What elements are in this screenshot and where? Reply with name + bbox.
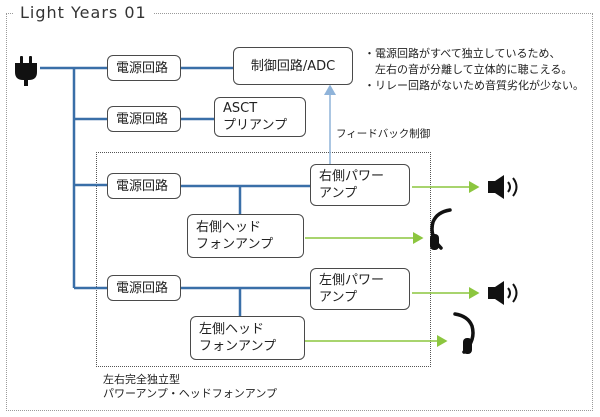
group-caption: 左右完全独立型 パワーアンプ・ヘッドフォンアンプ [103,373,278,400]
right-power-amp: 右側パワー アンプ [310,164,410,206]
output-arrows [305,181,480,347]
independent-amp-group [96,152,431,367]
right-headphone-amp: 右側ヘッド フォンアンプ [187,214,304,258]
feedback-label: フィードバック制御 [336,128,431,140]
note-line-2: 左右の音が分離して立体的に聴こえる。 [364,63,573,76]
power-bus [40,66,310,316]
left-headphone-amp: 左側ヘッド フォンアンプ [190,316,305,360]
note-line-1: ・電源回路がすべて独立しているため、 [364,47,561,60]
power-circuit-4: 電源回路 [107,275,181,301]
note-line-3: ・リレー回路がないため音質劣化が少ない。 [364,79,584,92]
speaker-icon [488,175,518,199]
left-power-amp: 左側パワー アンプ [310,268,410,310]
headphone-icon [430,208,452,250]
power-circuit-1: 電源回路 [107,55,181,81]
power-circuit-3: 電源回路 [107,173,181,199]
asct-preamp: ASCT プリアンプ [214,97,306,137]
control-circuit-adc: 制御回路/ADC [233,47,353,85]
diagram-title: Light Years 01 [14,3,153,23]
speaker-icon [488,281,518,305]
power-plug-icon [15,56,37,86]
diagram-frame [6,13,593,411]
headphone-icon [453,312,475,354]
power-circuit-2: 電源回路 [107,106,181,132]
